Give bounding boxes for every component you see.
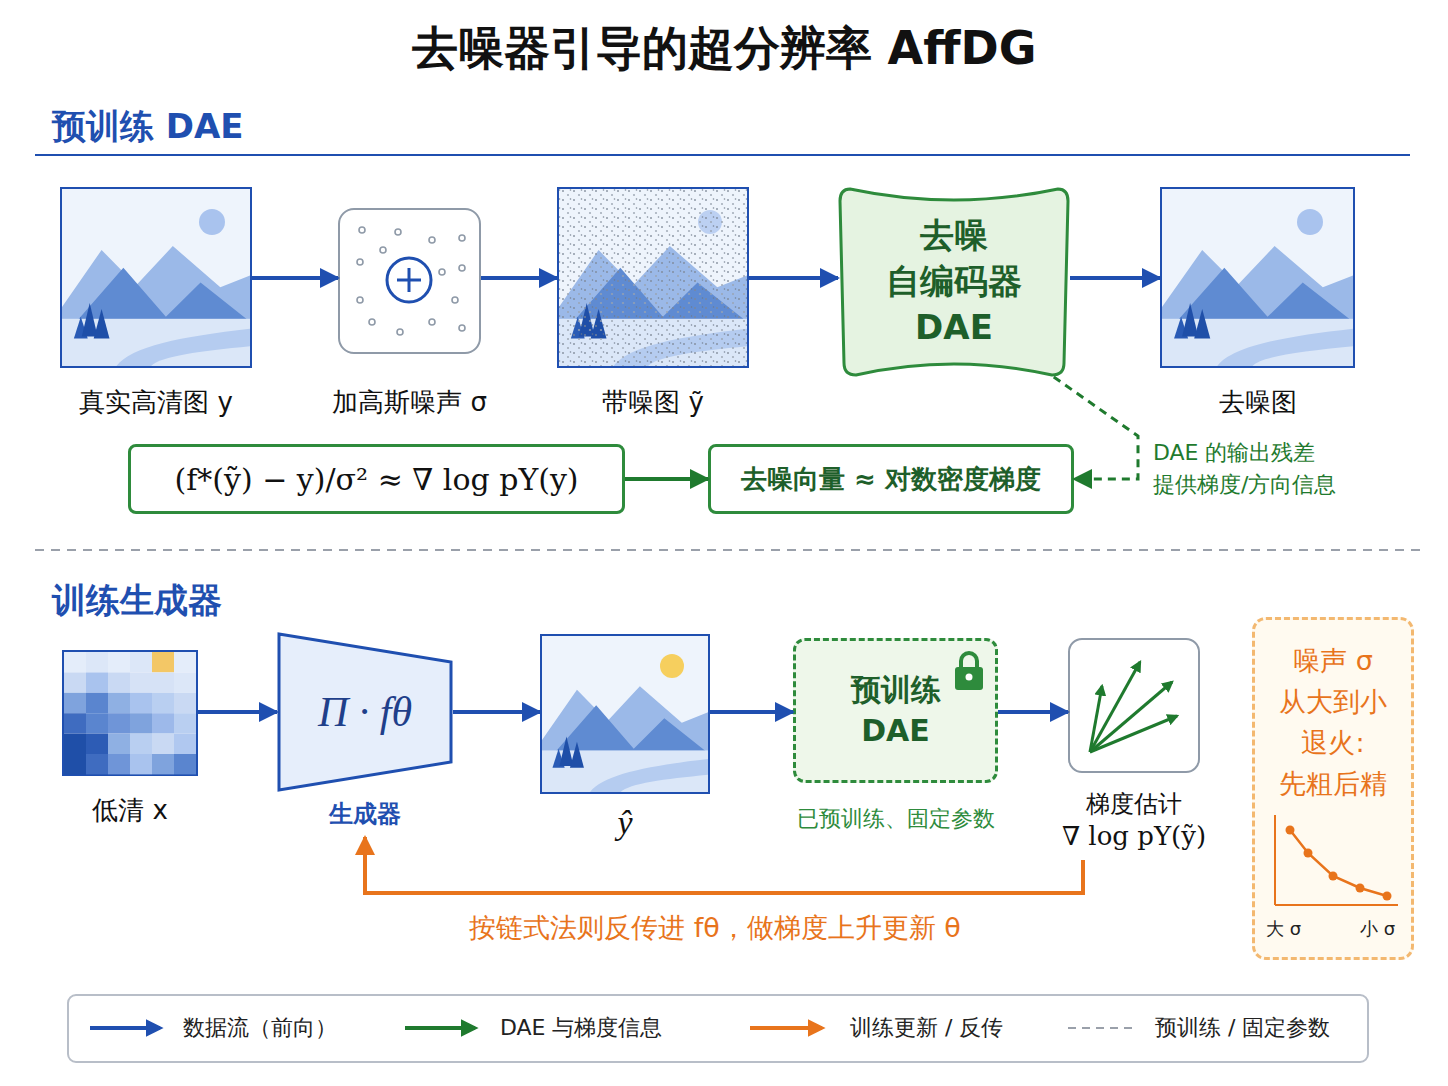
image-panel: ŷ: [540, 634, 710, 794]
edge-label: 按链式法则反传进 fθ，做梯度上升更新 θ: [315, 910, 1115, 946]
formula-box: (f*(ỹ) − y)/σ² ≈ ∇ log pY(y): [128, 444, 625, 514]
connector: [625, 477, 708, 481]
section-label: 训练生成器: [52, 578, 222, 624]
node-text: 噪声 σ 从大到小 退火: 先粗后精: [1255, 640, 1411, 804]
edge-label: DAE 的输出残差 提供梯度/方向信息: [1153, 437, 1368, 501]
generator-block: Π · fθ 生成器: [277, 632, 453, 837]
image-panel: 低清 x: [62, 650, 198, 776]
dae-block: 去噪 自编码器 DAE: [838, 187, 1070, 377]
connector: [252, 276, 338, 280]
node-text: 低清 x: [92, 793, 168, 828]
node-text: 梯度估计: [1086, 788, 1182, 820]
connector: [998, 710, 1068, 714]
gradient-estimate: 梯度估计∇ log pY(ỹ): [1068, 638, 1200, 860]
node-caption: 生成器: [329, 798, 401, 830]
section-label: 预训练 DAE: [52, 104, 244, 150]
connector: [1054, 377, 1138, 479]
legend-text: 数据流（前向）: [183, 1013, 337, 1043]
concept-box: 去噪向量 ≈ 对数密度梯度: [708, 444, 1074, 514]
connector: [198, 710, 277, 714]
connector: [1070, 276, 1160, 280]
node-text: 预训练 DAE: [796, 641, 995, 780]
image-panel: 去噪图: [1160, 187, 1355, 368]
section-label: 小 σ: [1360, 917, 1395, 941]
node-text: 去噪向量 ≈ 对数密度梯度: [711, 447, 1071, 511]
node-caption: 已预训练、固定参数: [797, 804, 995, 834]
annealing-note: 噪声 σ 从大到小 退火: 先粗后精: [1252, 617, 1414, 960]
image-panel: 带噪图 ỹ: [557, 187, 749, 368]
node-text: Π · fθ: [277, 632, 453, 792]
node-text: ŷ: [617, 804, 632, 842]
legend-text: 训练更新 / 反传: [850, 1013, 1003, 1043]
node-text: (f*(ỹ) − y)/σ² ≈ ∇ log pY(y): [131, 447, 622, 511]
node-text: 加高斯噪声 σ: [332, 385, 487, 420]
node-caption: ∇ log pY(ỹ): [1062, 821, 1206, 851]
node-text: 带噪图 ỹ: [602, 385, 704, 420]
connector: [453, 710, 540, 714]
image-panel: 真实高清图 y: [60, 187, 252, 368]
connector: [710, 710, 793, 714]
node-text: 去噪图: [1219, 385, 1297, 420]
node-text: 真实高清图 y: [79, 385, 233, 420]
icon-frame: [1068, 638, 1200, 773]
diagram-title: 去噪器引导的超分辨率 AffDG: [0, 18, 1448, 80]
legend-text: 预训练 / 固定参数: [1155, 1013, 1330, 1043]
frozen-dae-box: 预训练 DAE已预训练、固定参数: [793, 638, 998, 783]
legend-text: DAE 与梯度信息: [500, 1013, 663, 1043]
connector: [481, 276, 557, 280]
connector: [749, 276, 838, 280]
noise-box: 加高斯噪声 σ: [338, 208, 481, 354]
node-text: 去噪 自编码器 DAE: [838, 187, 1070, 377]
connector: [365, 837, 1083, 893]
section-label: 大 σ: [1266, 917, 1301, 941]
